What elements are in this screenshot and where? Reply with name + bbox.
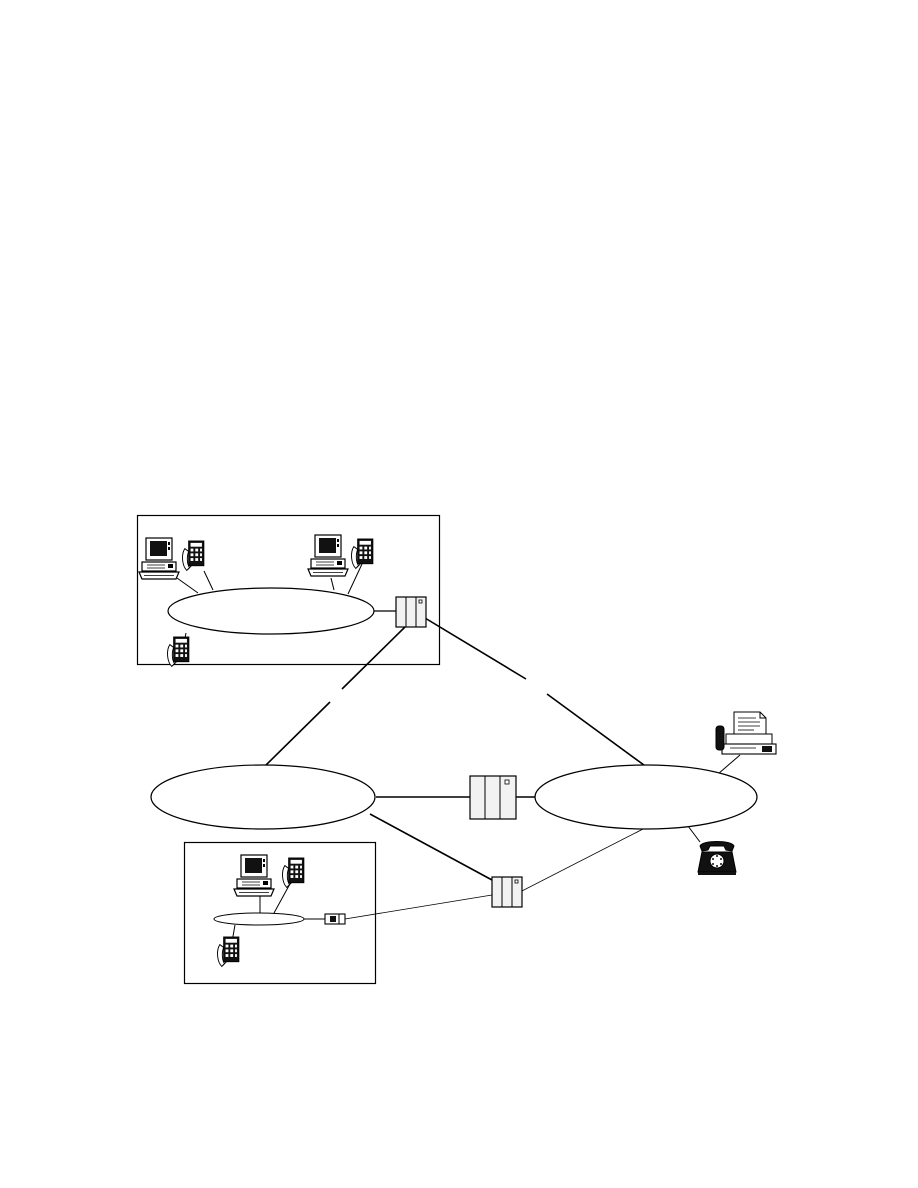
left-network-cloud [150,764,376,830]
link-right-cloud-to-fax [717,754,741,775]
switch-box-icon [469,775,517,820]
link-bottom-switch-to-right-cloud [517,827,646,894]
bottom-lan-ring [213,912,305,926]
link-top-switch-to-left-cloud [341,626,406,690]
link-top-switch-to-right-cloud [546,693,649,769]
bottom-lan-frame [183,841,377,985]
drop-line [203,570,214,591]
link-top-switch-to-right-cloud [424,617,527,680]
phone-icon [167,636,190,667]
link-adapter-to-bottom-switch [344,894,493,920]
link-top-switch-to-left-cloud [264,701,331,767]
workstation-icon [307,534,349,577]
top-lan-ring [167,587,375,635]
adapter-icon [324,913,346,925]
link-left-cloud-to-bottom-switch [369,813,493,881]
workstation-icon [138,537,180,580]
telephone-icon [697,841,737,875]
drop-line [273,881,292,914]
phone-icon [182,540,205,571]
phone-icon [282,857,305,888]
drop-line [347,563,363,595]
switch-box-icon [491,876,523,908]
right-network-cloud [534,764,758,830]
top-lan-frame [136,514,441,666]
switch-box-icon [395,596,427,628]
fax-machine-icon [715,711,777,755]
link-right-cloud-to-telephone [687,825,701,843]
drop-line [176,577,199,594]
drop-line [330,577,335,591]
phone-icon [217,936,240,967]
workstation-icon [233,854,275,897]
phone-icon [351,538,374,569]
